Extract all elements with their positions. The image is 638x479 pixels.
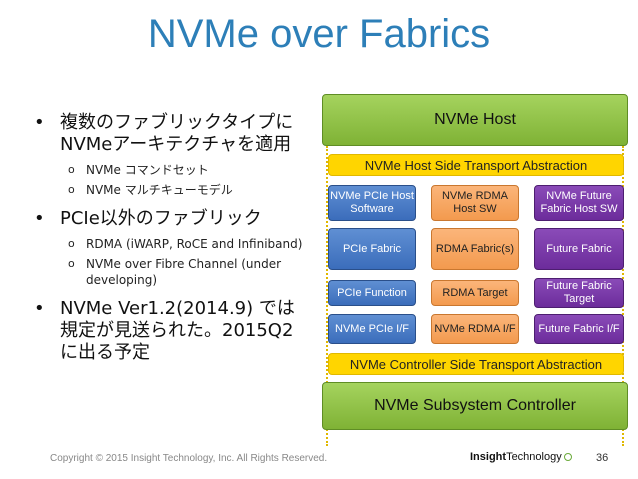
sub-bullet-item: o NVMe over Fibre Channel (under developi… — [34, 256, 306, 288]
bullet-text: PCIe以外のファブリック — [60, 208, 262, 229]
bullet-item: • NVMe Ver1.2(2014.9) では規定が見送られた。2015Q2に出… — [34, 298, 306, 364]
pcie-if-box: NVMe PCIe I/F — [328, 314, 416, 344]
bullet-icon: • — [34, 298, 45, 319]
slide-title: NVMe over Fabrics — [147, 12, 491, 56]
sub-bullet-icon: o — [68, 183, 75, 196]
sub-bullet-icon: o — [68, 163, 75, 176]
future-host-sw-box: NVMe Future Fabric Host SW — [534, 185, 624, 221]
nvme-host-box: NVMe Host — [322, 94, 628, 146]
logo-bold-text: Insight — [470, 451, 507, 463]
future-fabric-box: Future Fabric — [534, 228, 624, 270]
sub-bullet-text: NVMe over Fibre Channel (under developin… — [86, 257, 282, 287]
bullet-icon: • — [34, 208, 45, 229]
bullet-text: 複数のファブリックタイプにNVMeアーキテクチャを適用 — [60, 112, 294, 155]
subsystem-controller-box: NVMe Subsystem Controller — [322, 382, 628, 430]
rdma-fabric-box: RDMA Fabric(s) — [431, 228, 519, 270]
page-number: 36 — [596, 452, 609, 464]
bullet-list: • 複数のファブリックタイプにNVMeアーキテクチャを適用 o NVMe コマンドセ… — [34, 112, 306, 370]
gear-icon — [563, 453, 572, 462]
bullet-item: • 複数のファブリックタイプにNVMeアーキテクチャを適用 — [34, 112, 306, 156]
bullet-icon: • — [34, 112, 45, 133]
sub-bullet-text: RDMA (iWARP, RoCE and Infiniband) — [86, 237, 303, 251]
company-logo: InsightTechnology — [470, 451, 572, 463]
pcie-host-sw-box: NVMe PCIe Host Software — [328, 185, 416, 221]
future-if-box: Future Fabric I/F — [534, 314, 624, 344]
sub-bullet-item: o NVMe コマンドセット — [34, 162, 306, 178]
rdma-host-sw-box: NVMe RDMA Host SW — [431, 185, 519, 221]
rdma-target-box: RDMA Target — [431, 280, 519, 306]
copyright-text: Copyright © 2015 Insight Technology, Inc… — [50, 453, 328, 464]
sub-bullet-icon: o — [68, 237, 75, 250]
sub-bullet-item: o NVMe マルチキューモデル — [34, 182, 306, 198]
logo-text: Technology — [506, 451, 562, 463]
architecture-diagram: NVMe Host NVMe Host Side Transport Abstr… — [320, 94, 630, 446]
sub-bullet-text: NVMe コマンドセット — [86, 163, 209, 177]
bullet-text: NVMe Ver1.2(2014.9) では規定が見送られた。2015Q2に出る… — [60, 298, 295, 363]
pcie-fabric-box: PCIe Fabric — [328, 228, 416, 270]
rdma-if-box: NVMe RDMA I/F — [431, 314, 519, 344]
controller-transport-box: NVMe Controller Side Transport Abstracti… — [328, 353, 624, 375]
pcie-function-box: PCIe Function — [328, 280, 416, 306]
sub-bullet-item: o RDMA (iWARP, RoCE and Infiniband) — [34, 236, 306, 252]
sub-bullet-icon: o — [68, 257, 75, 270]
bullet-item: • PCIe以外のファブリック — [34, 208, 306, 230]
host-transport-box: NVMe Host Side Transport Abstraction — [328, 154, 624, 176]
sub-bullet-text: NVMe マルチキューモデル — [86, 183, 233, 197]
future-target-box: Future Fabric Target — [534, 278, 624, 308]
